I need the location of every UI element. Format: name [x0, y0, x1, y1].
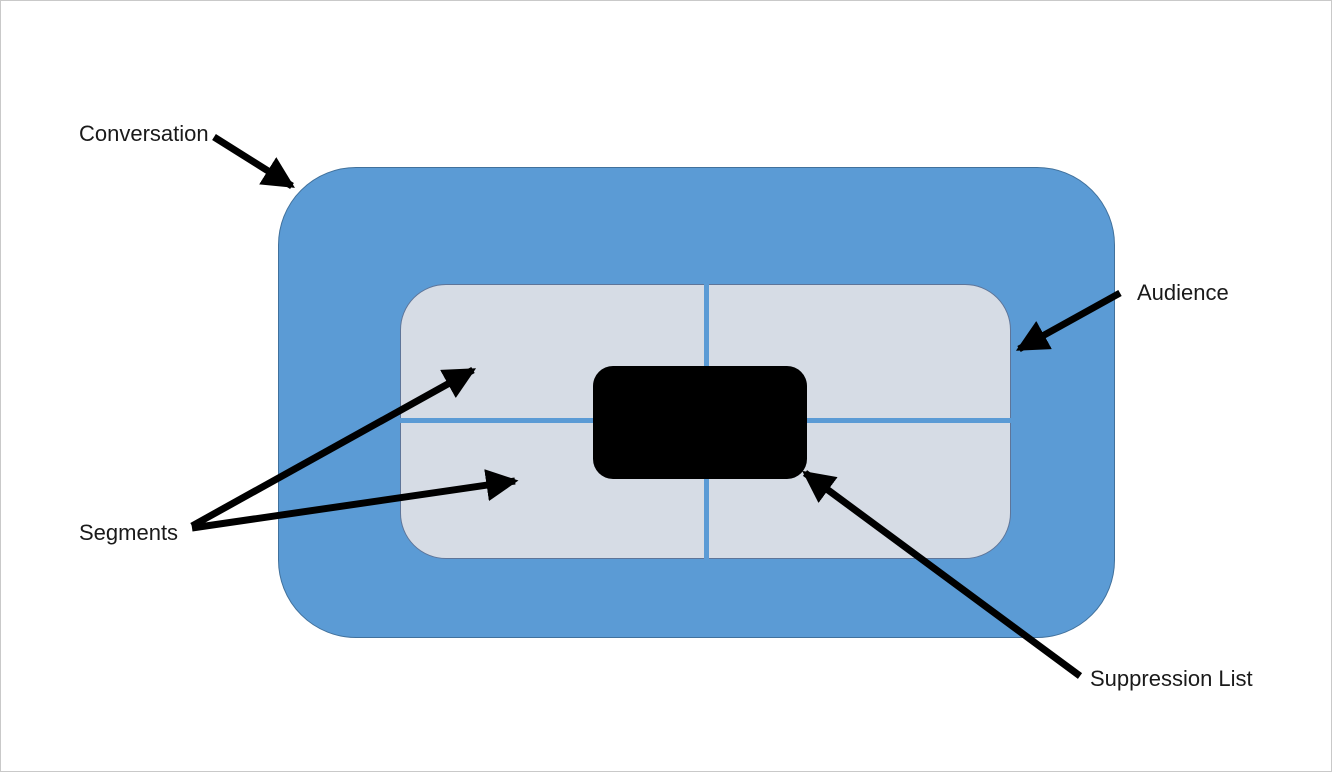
suppression-list-shape: [593, 366, 807, 479]
suppression-list-label: Suppression List: [1090, 666, 1253, 691]
conversation-arrow: [212, 134, 295, 189]
segments-label: Segments: [79, 520, 179, 545]
audience-label: Audience: [1137, 280, 1229, 305]
conversation-label: Conversation: [79, 121, 209, 146]
